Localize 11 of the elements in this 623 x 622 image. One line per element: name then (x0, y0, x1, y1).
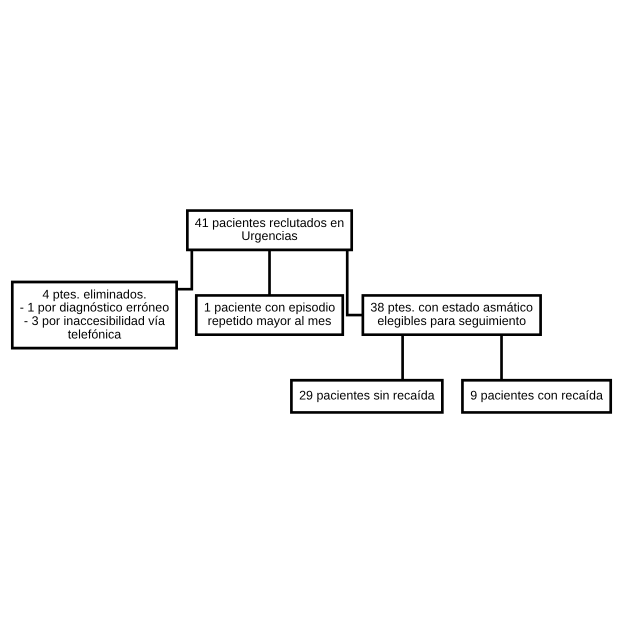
connector (177, 250, 194, 290)
node-box: 29 pacientes sin recaída (290, 378, 444, 414)
node-box: 38 ptes. con estado asmático elegibles para seguimiento (362, 294, 542, 336)
connector (401, 334, 404, 380)
connector (268, 249, 271, 295)
connector (346, 249, 363, 316)
node-box: 4 ptes. eliminados. - 1 por diagnóstico erróneo - 3 por inaccesibilidad vía telefónica (10, 280, 178, 349)
node-box: 1 paciente con episodio repetido mayor al mes (194, 294, 344, 336)
node-box: 41 pacientes reclutados en Urgencias (186, 208, 354, 251)
node-box: 9 pacientes con recaída (461, 378, 612, 414)
connector (500, 334, 503, 380)
